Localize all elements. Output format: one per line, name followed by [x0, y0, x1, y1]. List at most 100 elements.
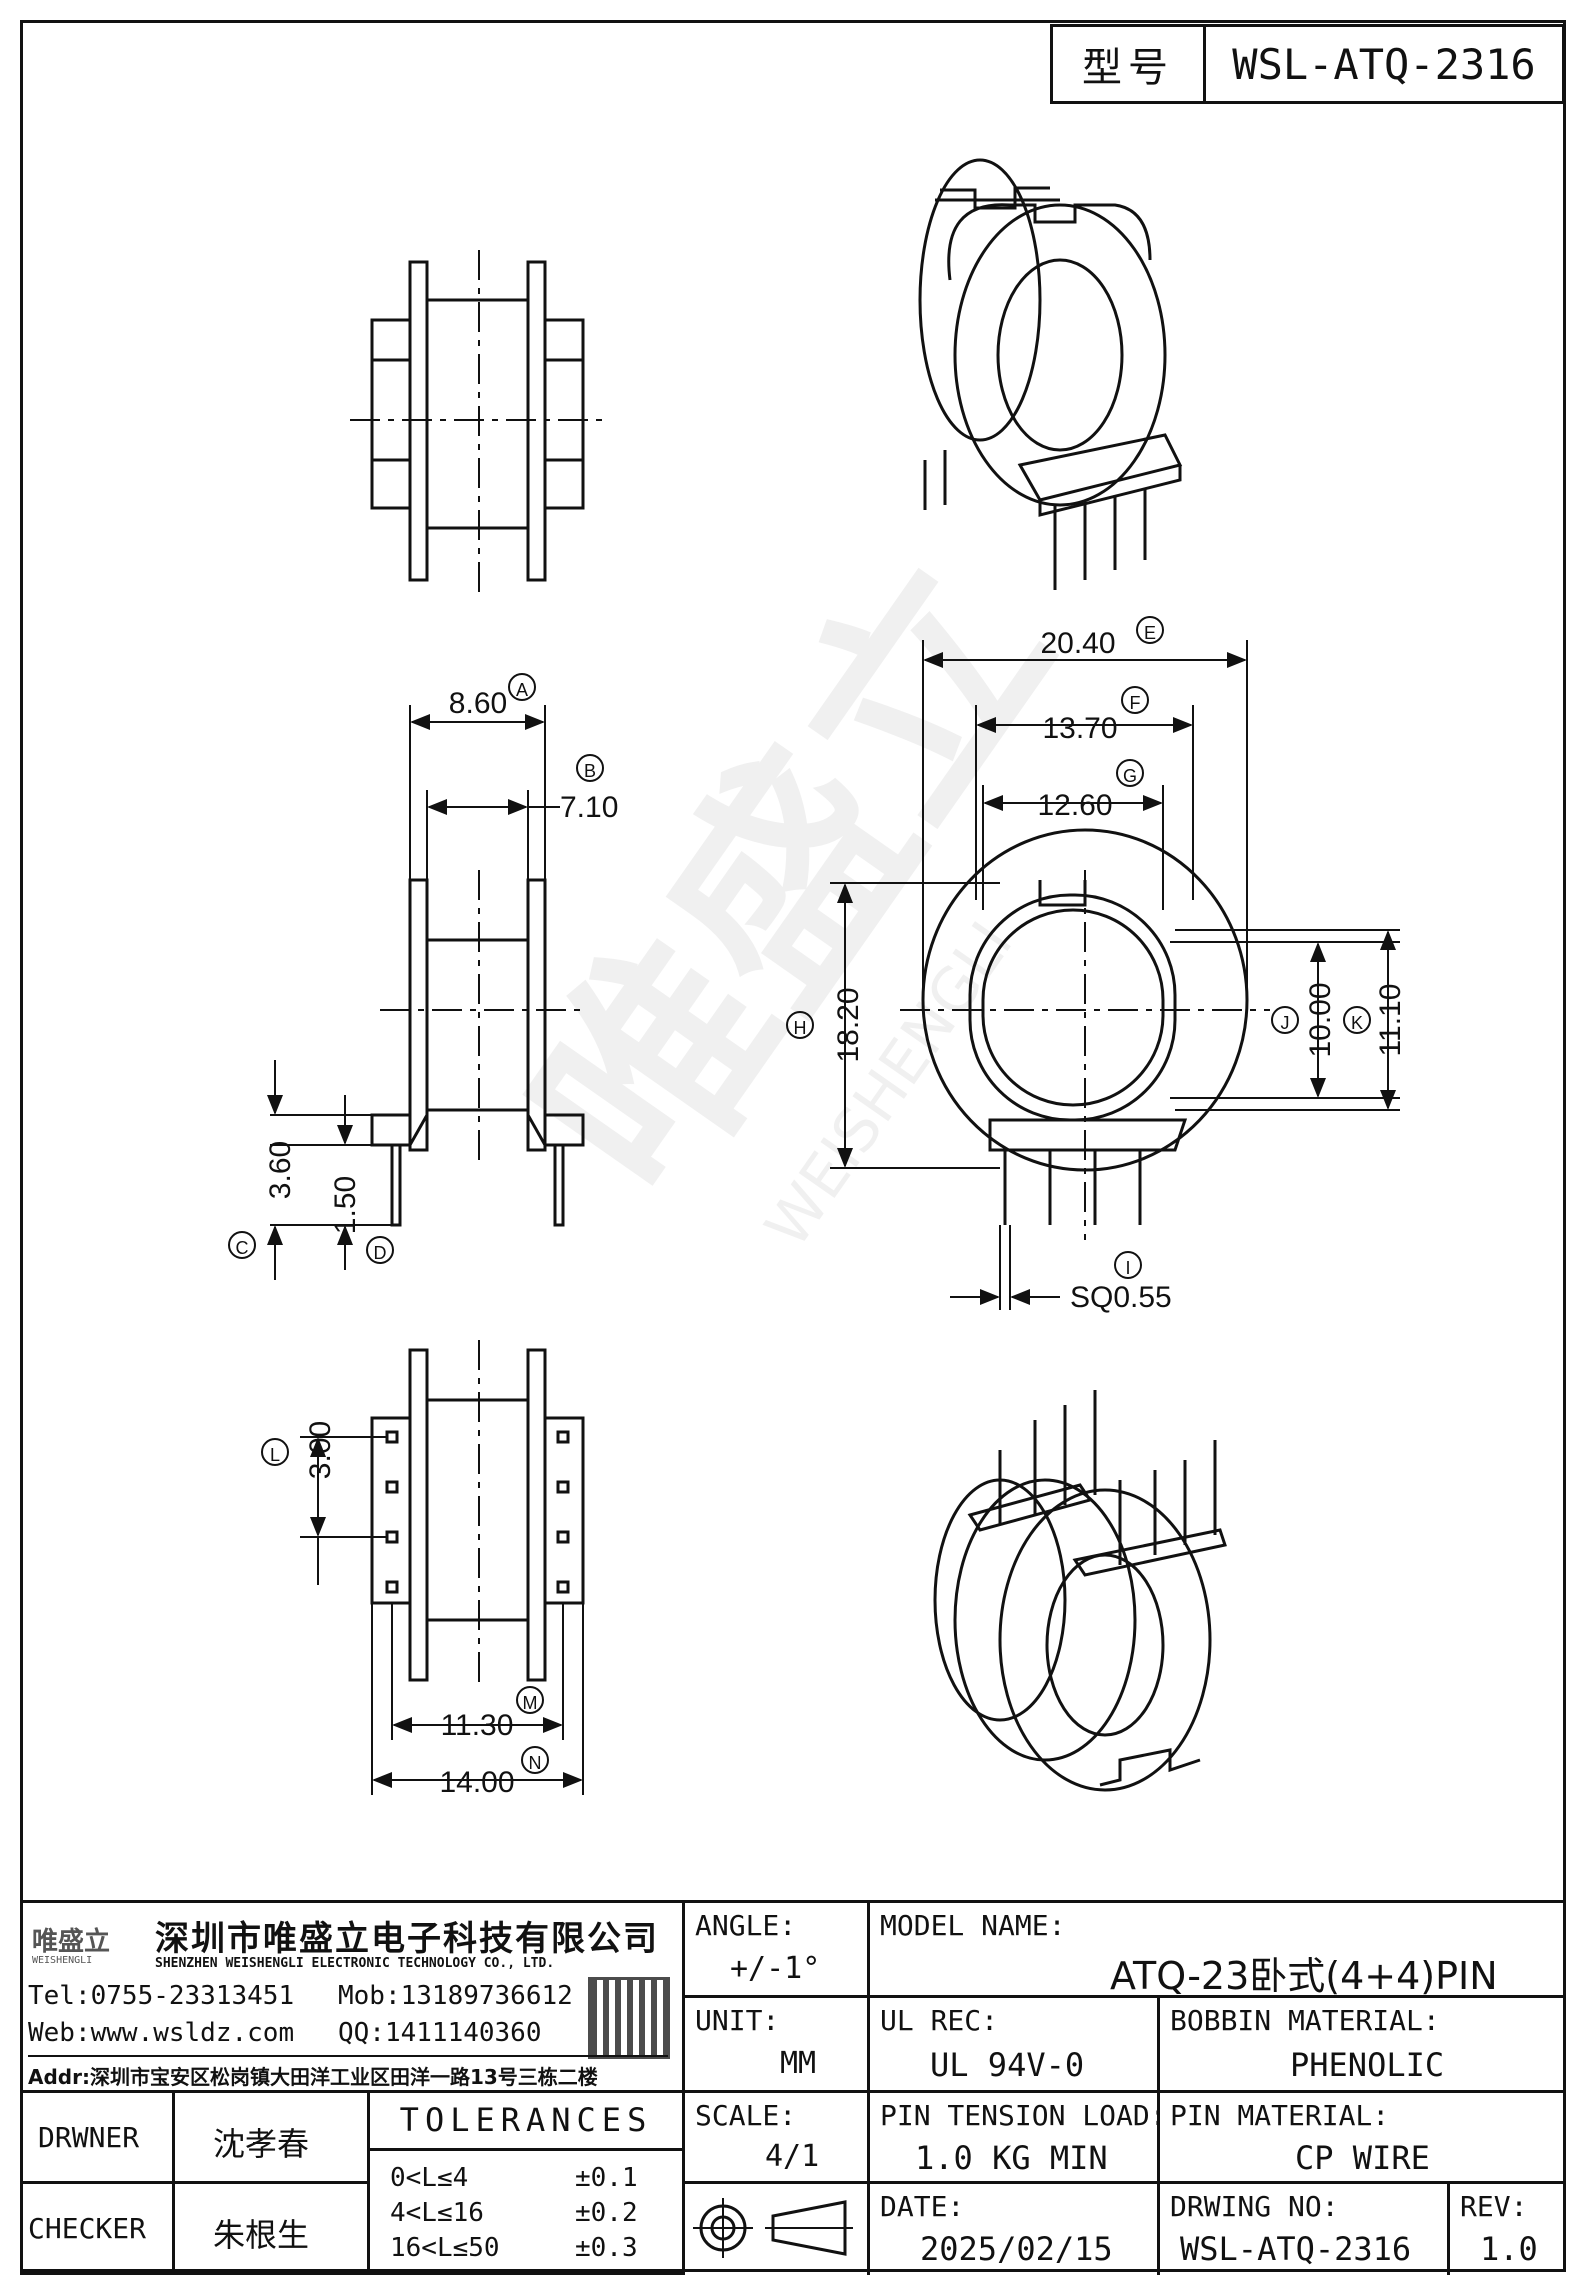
dim-value-N: 14.00 — [439, 1766, 514, 1799]
date-value: 2025/02/15 — [920, 2230, 1113, 2268]
scale-label: SCALE: — [695, 2099, 797, 2132]
rev-value: 1.0 — [1480, 2230, 1538, 2268]
isometric-view-bottom — [933, 1390, 1227, 1792]
scale-cell: SCALE: 4/1 — [685, 2093, 870, 2184]
checker-label: CHECKER — [28, 2212, 147, 2245]
dim-value-L: 3.00 — [304, 1421, 337, 1479]
dim-letter-F: F — [1130, 693, 1141, 713]
dim-letter-B: B — [584, 761, 596, 781]
drawing-no-value: WSL-ATQ-2316 — [1180, 2230, 1412, 2268]
tol-value-2: ±0.2 — [575, 2198, 638, 2228]
model-value: WSL-ATQ-2316 — [1232, 39, 1536, 89]
tol-range-3: 16<L≤50 — [390, 2233, 500, 2263]
model-name-label: MODEL NAME: — [880, 1909, 1066, 1942]
company-name-en: SHENZHEN WEISHENGLI ELECTRONIC TECHNOLOG… — [155, 1956, 555, 1971]
drawing-no-cell: DRWING NO: WSL-ATQ-2316 — [1160, 2184, 1450, 2275]
dim-value-I: SQ0.55 — [1070, 1281, 1172, 1314]
drawer-cell: 沈孝春 — [175, 2093, 370, 2184]
dim-letter-C: C — [236, 1238, 249, 1258]
tol-range-2: 4<L≤16 — [390, 2198, 484, 2228]
drawer-label-cell: DRWNER — [20, 2093, 175, 2184]
dim-value-J: 10.00 — [1304, 982, 1337, 1057]
rev-label: REV: — [1460, 2190, 1528, 2223]
ul-rec-value: UL 94V-0 — [930, 2046, 1085, 2084]
dim-value-F: 13.70 — [1042, 712, 1117, 745]
tol-value-3: ±0.3 — [575, 2233, 638, 2263]
dim-letter-M: M — [523, 1693, 538, 1713]
model-label: 型号 — [1053, 27, 1206, 101]
dim-value-G: 12.60 — [1037, 789, 1112, 822]
rev-cell: REV: 1.0 — [1450, 2184, 1566, 2275]
front-view-left — [267, 705, 585, 1280]
dim-value-C: 3.60 — [264, 1141, 297, 1199]
pin-material-value: CP WIRE — [1295, 2139, 1430, 2177]
tolerances-table: TOLERANCES 0<L≤4 ±0.1 4<L≤16 ±0.2 16<L≤5… — [370, 2093, 685, 2275]
dim-value-A: 8.60 — [449, 687, 507, 720]
drawing-no-label: DRWING NO: — [1170, 2190, 1339, 2223]
dim-value-D: 1.50 — [329, 1176, 362, 1234]
unit-value: MM — [780, 2046, 817, 2081]
pin-tension-value: 1.0 KG MIN — [915, 2139, 1108, 2177]
drawing-frame — [20, 20, 1566, 2272]
top-view-bottom — [300, 1340, 585, 1795]
company-mob: Mob:13189736612 — [338, 1981, 573, 2011]
dim-letter-E: E — [1144, 623, 1156, 643]
company-tel: Tel:0755-23313451 — [28, 1981, 295, 2011]
company-logo: 唯盛立 — [32, 1927, 111, 1957]
dim-letter-D: D — [374, 1243, 387, 1263]
dim-value-H: 18.20 — [832, 987, 865, 1062]
bobbin-material-cell: BOBBIN MATERIAL: PHENOLIC — [1160, 1998, 1566, 2093]
dim-letter-G: G — [1123, 766, 1137, 786]
dim-letter-N: N — [529, 1753, 542, 1773]
model-name-cell: MODEL NAME: ATQ-23卧式(4+4)PIN — [870, 1903, 1566, 1998]
model-title-box: 型号 WSL-ATQ-2316 — [1050, 24, 1565, 104]
tol-range-1: 0<L≤4 — [390, 2163, 469, 2193]
dim-value-M: 11.30 — [441, 1709, 514, 1742]
company-info: 唯盛立 WEISHENGLI 深圳市唯盛立电子科技有限公司 SHENZHEN W… — [20, 1903, 685, 2093]
unit-label: UNIT: — [695, 2004, 780, 2037]
elevation-view-right — [830, 640, 1400, 1310]
ul-rec-label: UL REC: — [880, 2004, 999, 2037]
checker-label-cell: CHECKER — [20, 2184, 175, 2275]
checker-name: 朱根生 — [213, 2216, 310, 2254]
angle-cell: ANGLE: +/-1° — [685, 1903, 870, 1998]
qr-code — [588, 1977, 670, 2059]
drawer-name: 沈孝春 — [213, 2125, 310, 2163]
dim-letter-H: H — [794, 1018, 807, 1038]
company-name-cn: 深圳市唯盛立电子科技有限公司 — [155, 1919, 659, 1959]
dim-value-B: 7.10 — [560, 791, 618, 824]
title-block: 唯盛立 WEISHENGLI 深圳市唯盛立电子科技有限公司 SHENZHEN W… — [20, 1900, 1566, 2275]
pin-material-label: PIN MATERIAL: — [1170, 2099, 1390, 2132]
checker-cell: 朱根生 — [175, 2184, 370, 2275]
company-web: Web:www.wsldz.com — [28, 2018, 295, 2048]
pin-tension-label: PIN TENSION LOAD: — [880, 2099, 1167, 2132]
bobbin-material-value: PHENOLIC — [1290, 2046, 1445, 2084]
isometric-view-top — [918, 158, 1183, 590]
dim-value-K: 11.10 — [1374, 984, 1407, 1057]
bobbin-material-label: BOBBIN MATERIAL: — [1170, 2004, 1440, 2037]
tolerances-title: TOLERANCES — [399, 2101, 653, 2139]
company-address: Addr:深圳市宝安区松岗镇大田洋工业区田洋一路13号三栋二楼 — [28, 2055, 668, 2090]
company-logo-sub: WEISHENGLI — [32, 1955, 93, 1966]
projection-symbol-cell — [685, 2184, 870, 2275]
dim-letter-A: A — [516, 680, 528, 700]
ul-rec-cell: UL REC: UL 94V-0 — [870, 1998, 1160, 2093]
dim-letter-K: K — [1351, 1013, 1363, 1033]
scale-value: 4/1 — [765, 2139, 820, 2174]
dim-letter-L: L — [270, 1445, 280, 1465]
pin-tension-cell: PIN TENSION LOAD: 1.0 KG MIN — [870, 2093, 1167, 2184]
angle-label: ANGLE: — [695, 1909, 797, 1942]
dim-letter-J: J — [1281, 1013, 1290, 1033]
angle-value: +/-1° — [730, 1951, 821, 1986]
unit-cell: UNIT: MM — [685, 1998, 870, 2093]
company-qq: QQ:1411140360 — [338, 2018, 542, 2048]
date-label: DATE: — [880, 2190, 965, 2223]
tol-value-1: ±0.1 — [575, 2163, 638, 2193]
date-cell: DATE: 2025/02/15 — [870, 2184, 1160, 2275]
drawer-label: DRWNER — [38, 2121, 140, 2154]
technical-drawing: 8.60 A 7.10 B 3.60 C 1.50 D 20.40 E 13.7… — [228, 158, 1407, 1799]
dim-letter-I: I — [1125, 1258, 1130, 1278]
model-name-value: ATQ-23卧式(4+4)PIN — [1110, 1954, 1498, 1998]
side-view-top — [350, 250, 610, 595]
dim-value-E: 20.40 — [1040, 627, 1115, 660]
